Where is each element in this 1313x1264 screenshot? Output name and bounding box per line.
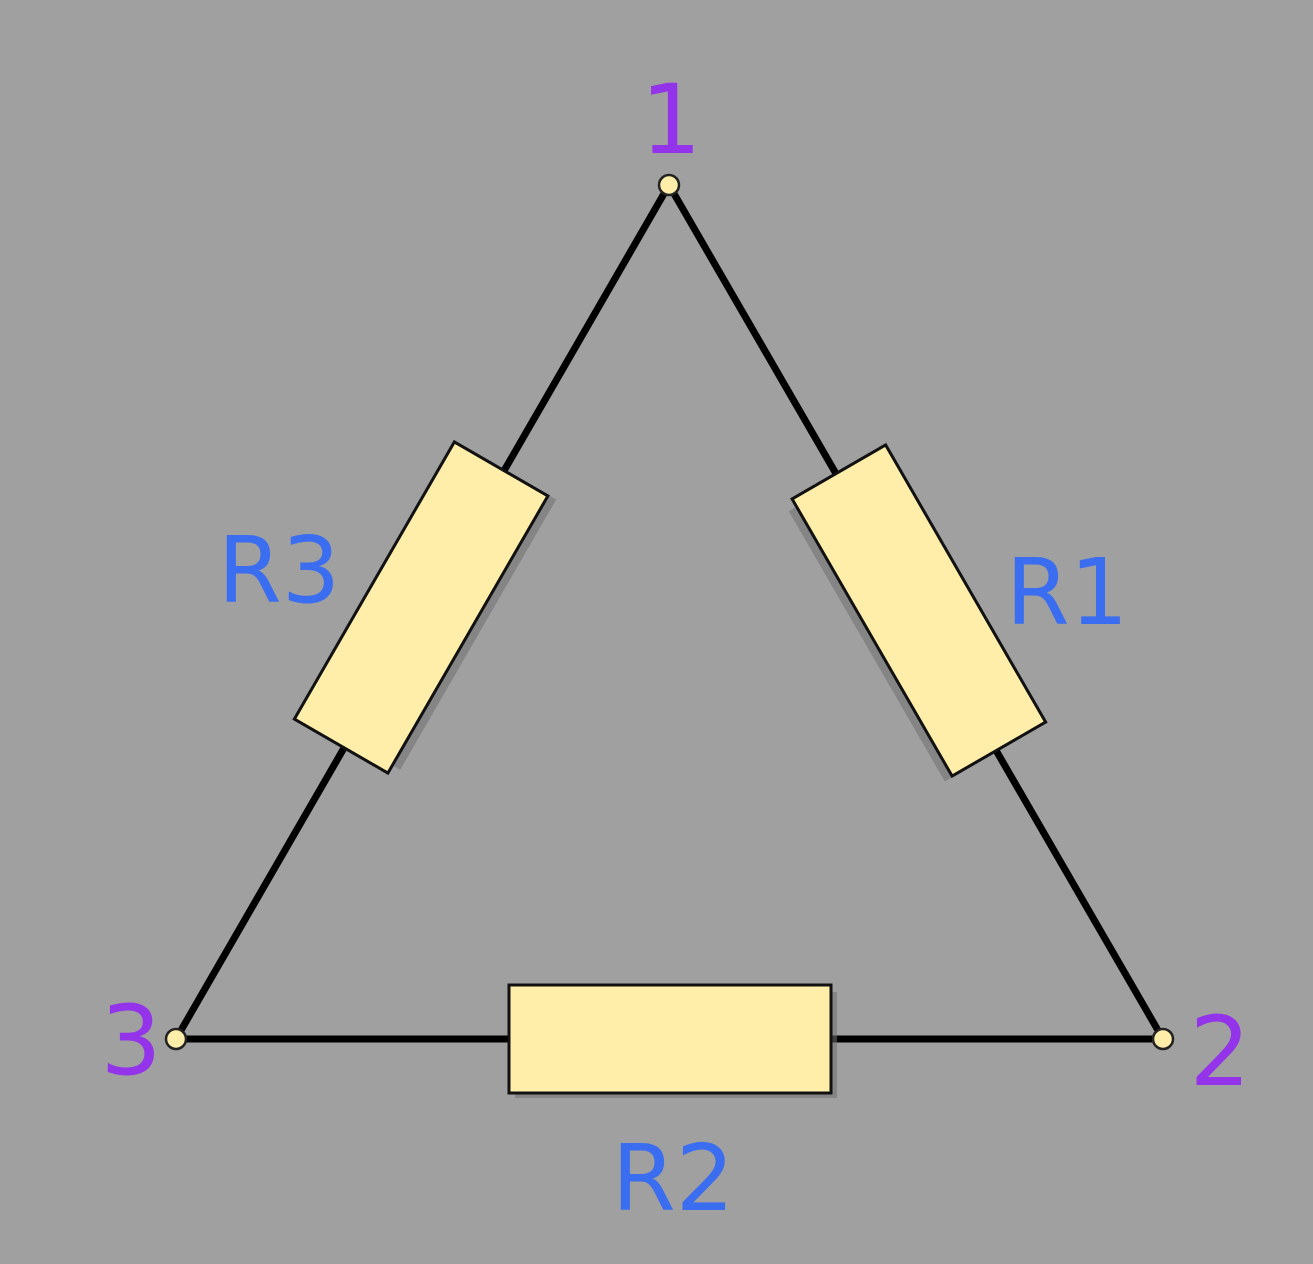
node-label-1: 1: [640, 64, 701, 176]
resistor-r1-body: [790, 442, 1048, 779]
terminal-3[interactable]: [164, 1027, 188, 1051]
resistor-label-r1: R1: [1006, 539, 1128, 646]
resistor-r3[interactable]: [292, 439, 557, 777]
resistor-label-r2: R2: [612, 1125, 734, 1232]
resistor-r2-body: [507, 983, 833, 1095]
node-labels: 1 2 3: [100, 64, 1250, 1108]
terminal-1[interactable]: [657, 173, 681, 197]
terminals: [164, 173, 1175, 1051]
resistor-r3-body: [292, 439, 550, 776]
resistor-labels: R1 R2 R3: [218, 517, 1128, 1232]
terminal-2[interactable]: [1151, 1027, 1175, 1051]
resistor-label-r3: R3: [218, 517, 340, 624]
resistor-r1[interactable]: [784, 442, 1048, 782]
resistor-r2[interactable]: [507, 983, 837, 1098]
node-label-2: 2: [1189, 996, 1250, 1108]
node-label-3: 3: [100, 985, 161, 1097]
